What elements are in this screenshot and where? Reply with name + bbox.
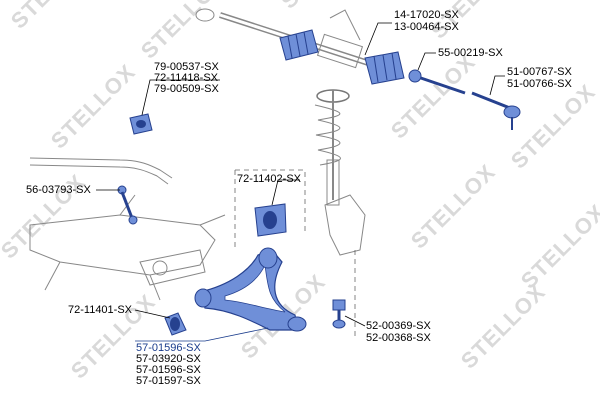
part-number: 57-01596-SX [136, 342, 201, 354]
control-arm-part [194, 247, 307, 332]
part-number: 51-00767-SX [507, 66, 572, 78]
part-number: 56-03793-SX [26, 184, 91, 196]
watermark-text: STELLOX [506, 79, 600, 173]
part-number: 57-01597-SX [136, 375, 201, 387]
inner-tie-rod [408, 69, 466, 95]
part-number: 14-17020-SX [394, 9, 459, 21]
leader-lines [96, 22, 505, 342]
label-control-arm: 57-01596-SX 57-03920-SX 57-01596-SX 57-0… [136, 342, 201, 387]
part-number: 79-00537-SX [154, 61, 219, 73]
part-number: 72-11401-SX [68, 304, 133, 316]
part-number: 13-00464-SX [394, 21, 459, 33]
steering-boot-left [279, 29, 319, 61]
label-inner-tie-rod: 55-00219-SX [438, 47, 503, 59]
subframe-outline [29, 194, 226, 301]
label-steering-rack: 14-17020-SX 13-00464-SX [394, 9, 459, 33]
watermark-text: STELLOX [46, 59, 140, 153]
watermark-text: STELLOX [6, 0, 100, 34]
watermark-text: STELLOX [516, 199, 600, 293]
watermark-text: STELLOX [406, 159, 500, 253]
part-number: 52-00369-SX [366, 320, 431, 332]
stabilizer-bar [29, 157, 173, 185]
tie-rod-end [471, 91, 521, 130]
stabilizer-bushing-part [129, 113, 153, 135]
label-stabilizer-link: 56-03793-SX [26, 184, 91, 196]
part-number: 57-03920-SX [136, 353, 201, 365]
label-stabilizer-bushing: 79-00537-SX 72-11418-SX 79-00509-SX [154, 61, 219, 95]
label-arm-front-bushing: 72-11401-SX [68, 304, 133, 316]
stabilizer-link-part [117, 185, 138, 225]
arm-front-bushing-part [164, 312, 187, 336]
part-number: 72-11418-SX [154, 72, 219, 84]
part-number: 57-01596-SX [136, 364, 201, 376]
strut-spring [314, 89, 366, 256]
watermark-text: STELLOX [276, 0, 370, 14]
part-number: 79-00509-SX [154, 83, 219, 95]
part-number: 52-00368-SX [366, 332, 431, 344]
part-number: 51-00766-SX [507, 78, 572, 90]
ball-joint-part [332, 299, 346, 329]
label-ball-joint: 52-00369-SX 52-00368-SX [366, 320, 431, 344]
dashed-guides [234, 169, 356, 340]
label-arm-rear-bushing: 72-11402-SX [237, 173, 302, 185]
part-number: 55-00219-SX [438, 47, 503, 59]
watermark-text: STELLOX [136, 0, 230, 64]
watermark-text: STELLOX [456, 279, 550, 373]
part-number: 72-11402-SX [237, 173, 302, 185]
label-tie-rod-end: 51-00767-SX 51-00766-SX [507, 66, 572, 90]
steering-boot-right [364, 51, 405, 85]
arm-rear-bushing-part [254, 203, 287, 237]
